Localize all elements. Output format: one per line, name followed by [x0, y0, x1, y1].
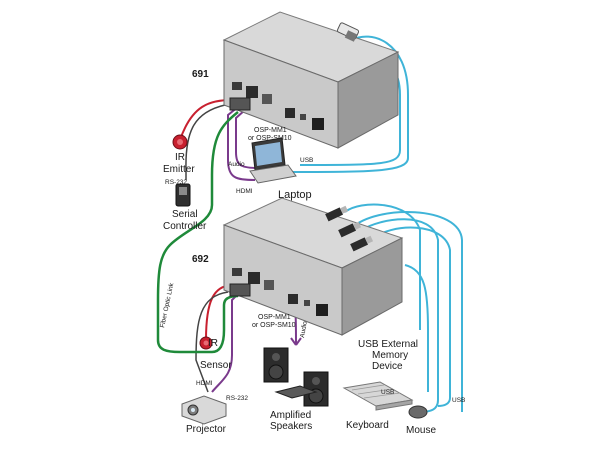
keyboard-icon [342, 381, 414, 411]
fiber-link [156, 111, 239, 354]
fiber-module-691 [229, 97, 251, 111]
ir-emitter-icon [172, 134, 188, 150]
usb-memory-label-1: USB External [358, 339, 418, 350]
port [285, 108, 295, 118]
fiber-link-label: Fiber Optic Link [159, 282, 175, 329]
rs232-bottom-label: RS-232 [226, 395, 248, 402]
port [264, 280, 274, 290]
mouse-label: Mouse [406, 425, 436, 436]
unit-692-label: 692 [192, 254, 209, 265]
port [248, 272, 260, 284]
ir-sensor-label-1: IR [208, 338, 218, 349]
hdmi-bottom-label: HDMI [196, 380, 213, 387]
usb-mouse-label: USB [452, 397, 465, 404]
port [312, 118, 324, 130]
audio-bottom-label: Audio [299, 320, 309, 338]
port [262, 94, 272, 104]
usb-cable-bottom-back [404, 264, 429, 392]
keyboard-label: Keyboard [346, 420, 389, 431]
ir-cable-emitter [179, 99, 233, 141]
unit-691-front-face [223, 39, 339, 149]
usb-cable-top-laptop [291, 35, 409, 173]
port [232, 82, 242, 90]
port [232, 268, 242, 276]
usb-cables [291, 35, 463, 413]
usb-memory-label-2: Memory [372, 350, 408, 361]
projector-label: Projector [186, 424, 227, 435]
usb-memory-label-3: Device [372, 361, 403, 372]
serial-controller-label-1: Serial [172, 209, 198, 220]
speakers-label-2: Speakers [270, 421, 312, 432]
audio-top-label: Audio [228, 161, 245, 168]
fiber-module-692 [229, 283, 251, 297]
fiber-cable [156, 111, 239, 354]
laptop-icon [249, 137, 297, 184]
ir-cable-sensor [205, 284, 233, 341]
usb-memory-icons [325, 205, 374, 252]
ir-emitter-label-2: Emitter [163, 164, 195, 175]
module-691-label-1: OSP-MM1 [254, 127, 287, 134]
mouse-icon [408, 405, 428, 419]
rs232-top-label: RS-232 [165, 179, 187, 186]
module-691-label-2: or OSP-SM10 [248, 135, 292, 142]
serial-controller-icon [175, 183, 191, 207]
unit-691-label: 691 [192, 69, 209, 80]
usb-keyboard-label: USB [381, 389, 394, 396]
speakers-icon [263, 347, 329, 407]
port [288, 294, 298, 304]
rs232-cable-bottom [195, 291, 229, 393]
usb-cable-memory-b [361, 218, 439, 413]
hdmi-cable-bottom [211, 291, 241, 393]
usb-dongle [336, 22, 360, 42]
module-692-label-2: or OSP-SM10 [252, 322, 296, 329]
usb-top-label: USB [300, 157, 313, 164]
unit-692-front-face [223, 224, 343, 336]
unit-691: 691 OSP-MM1 or OSP-SM10 [192, 11, 400, 149]
module-692-label-1: OSP-MM1 [258, 314, 291, 321]
audio-arrow-bottom [290, 337, 302, 346]
hdmi-top-label: HDMI [236, 188, 253, 195]
port [304, 300, 310, 306]
hdmi-cable-top [227, 106, 256, 181]
unit-691-ports [232, 82, 324, 130]
ir-sensor-icon [199, 336, 213, 350]
speakers-label-1: Amplified [270, 410, 311, 421]
ir-emitter-label-1: IR [175, 152, 185, 163]
laptop-label: Laptop [278, 189, 312, 201]
usb-cable-keyboard [369, 226, 451, 407]
serial-controller-label-2: Controller [163, 221, 207, 232]
unit-692: 692 OSP-MM1 or OSP-SM10 [192, 197, 404, 336]
ir-sensor-label-2: Sensor [200, 360, 232, 371]
usb-cable-mouse [351, 211, 463, 412]
port [316, 304, 328, 316]
hdmi-cables [211, 106, 302, 393]
rs232-cable-top [185, 104, 226, 180]
audio-cable-top [235, 109, 259, 169]
port [246, 86, 258, 98]
rs232-cables [185, 104, 229, 393]
port [300, 114, 306, 120]
unit-692-ports [232, 268, 328, 316]
projector-icon [181, 395, 227, 425]
